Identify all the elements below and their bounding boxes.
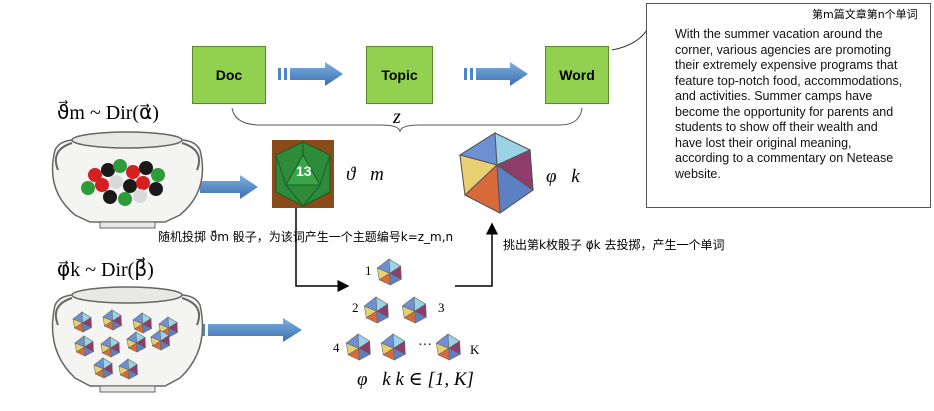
callout-text: With the summer vacation around the corn…	[675, 27, 903, 181]
ellipsis: ···	[418, 338, 432, 353]
theta-to-pyramid-line	[295, 208, 350, 292]
row-number-3: 3	[438, 300, 445, 315]
row-number-1: 1	[365, 263, 372, 278]
pyramid-to-word-line	[455, 222, 498, 287]
urn-phi	[51, 286, 204, 393]
pyramid-die-4	[345, 333, 372, 361]
doc-box: Doc	[192, 46, 266, 104]
die-number: 13	[296, 163, 312, 179]
callout-label: 第m篇文章第n个单词	[812, 8, 918, 21]
word-label: Word	[559, 67, 595, 83]
pick-phi-annotation: 挑出第k枚骰子 φ⃗k 去投掷，产生一个单词	[503, 238, 725, 252]
urn-die-9	[93, 357, 114, 379]
pyramid-die-6	[435, 333, 462, 361]
theta-dirichlet-formula: ϑ⃗m ~ Dir(α⃗)	[57, 102, 159, 124]
urn-die-10	[118, 358, 139, 380]
theta-die-label: ϑ⃗m	[346, 164, 384, 185]
z-label: z	[393, 106, 401, 128]
pyramid-die-5	[380, 333, 407, 361]
theta-die	[272, 140, 334, 208]
row-number-2: 2	[352, 300, 359, 315]
topic-label: Topic	[381, 67, 418, 83]
row-number-K: K	[470, 342, 480, 357]
topic-to-word-arrow	[464, 62, 528, 86]
phi-die-label: φ⃗k	[546, 166, 580, 187]
urn-die-5	[74, 335, 95, 357]
urn-die-6	[100, 336, 121, 358]
doc-label: Doc	[215, 67, 243, 83]
word-box: Word	[545, 46, 609, 104]
phi-dirichlet-formula: φ⃗k ~ Dir(β⃗)	[57, 259, 154, 281]
pyramid-die-2	[363, 296, 390, 324]
urn-die-7	[126, 331, 147, 353]
urn-theta	[51, 131, 204, 229]
urn-die-8	[150, 329, 171, 351]
pyramid-die-3	[401, 296, 428, 324]
doc-to-topic-arrow	[278, 62, 343, 86]
dice-set-formula: φ⃗k k ∈ [1, K]	[357, 369, 474, 390]
urn-die-3	[132, 312, 153, 334]
urn-die-1	[72, 311, 93, 333]
topic-box: Topic	[366, 46, 433, 104]
word-die	[458, 132, 534, 214]
row-number-4: 4	[333, 340, 340, 355]
topic-brace	[231, 107, 583, 133]
sample-document-callout: 第m篇文章第n个单词 With the summer vacation arou…	[646, 3, 931, 208]
urn2-to-dice-arrow	[190, 318, 302, 342]
pyramid-die-1	[376, 258, 403, 286]
roll-theta-annotation: 随机投掷 ϑ⃗m 骰子，为该词产生一个主题编号k=z_m,n	[158, 230, 454, 244]
urn-die-2	[102, 309, 123, 331]
